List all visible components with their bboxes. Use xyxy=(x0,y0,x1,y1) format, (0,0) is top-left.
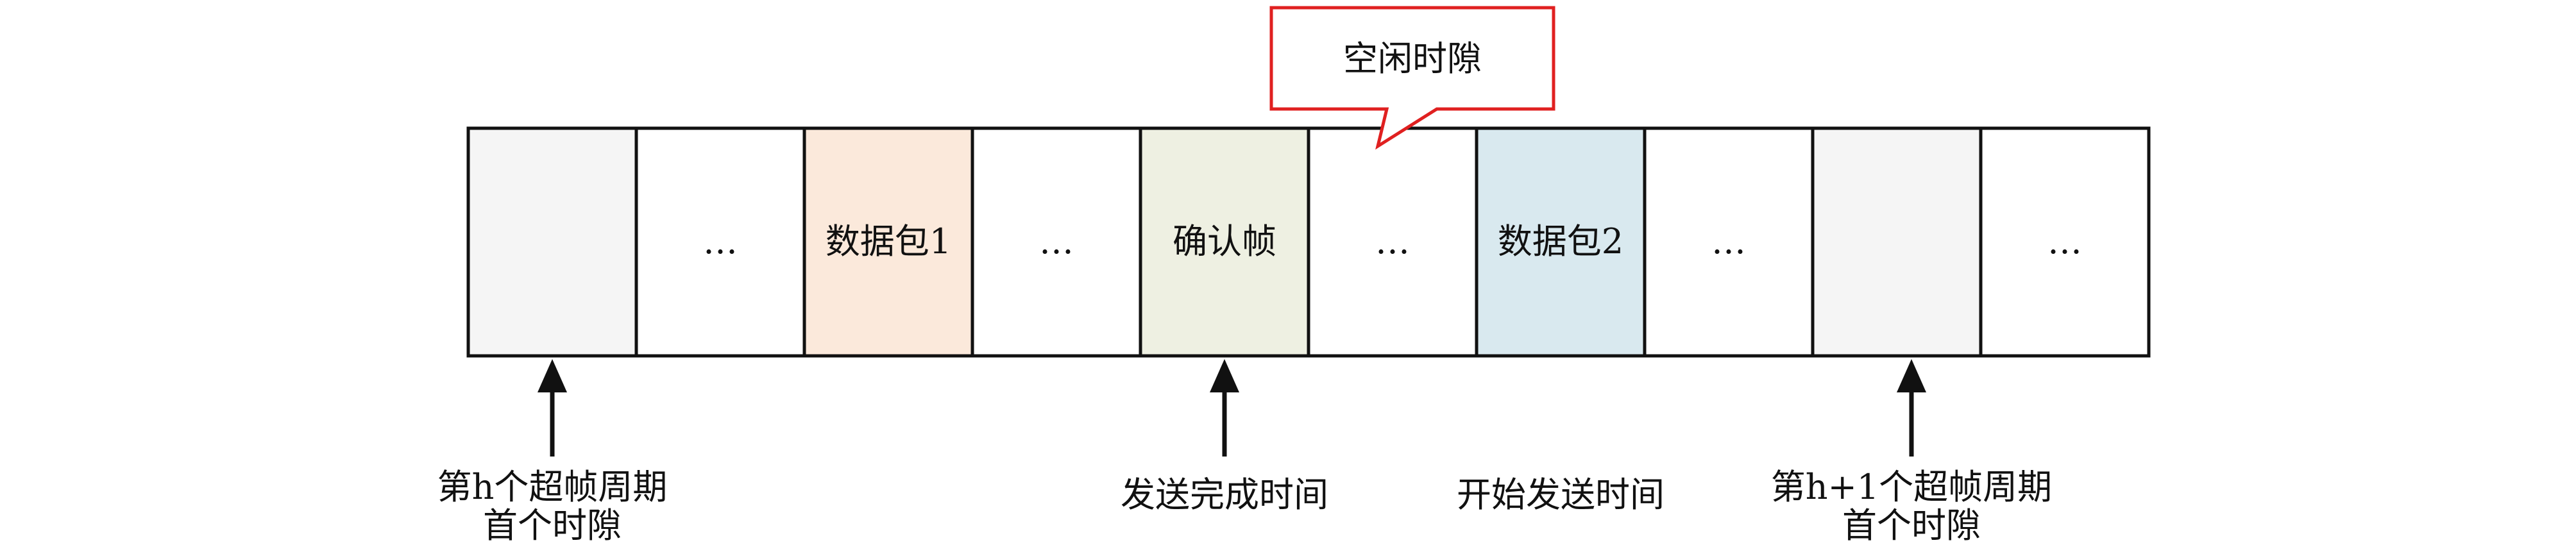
slot: … xyxy=(1307,126,1479,358)
slot: 数据包1 xyxy=(802,126,974,358)
slot-label: 数据包1 xyxy=(826,221,951,262)
slot-label: … xyxy=(1375,221,1410,262)
slot: 数据包2 xyxy=(1475,126,1647,358)
slot-label: 确认帧 xyxy=(1173,221,1276,262)
slot-box xyxy=(466,126,638,358)
slot-box xyxy=(970,126,1142,358)
slot-box xyxy=(1643,126,1815,358)
arrowhead-icon xyxy=(1210,359,1239,392)
slot-label: 数据包2 xyxy=(1498,221,1623,262)
marker-label-line1: 发送完成时间 xyxy=(1121,474,1328,515)
slot-label: … xyxy=(1711,221,1746,262)
marker-label-line1: 第h+1个超帧周期 xyxy=(1771,467,2052,507)
callout-text: 空闲时隙 xyxy=(1343,38,1482,79)
slot-label: … xyxy=(2047,221,2082,262)
slot-box xyxy=(1307,126,1479,358)
slot: 确认帧 xyxy=(1139,126,1310,358)
slot-box xyxy=(1475,126,1647,358)
slot-label: … xyxy=(703,221,738,262)
slot: … xyxy=(1979,126,2151,358)
slot-row: … 数据包1 … 确认帧 … 数据包2 … xyxy=(466,126,2151,358)
marker: 第h+1个超帧周期 首个时隙 xyxy=(1771,359,2052,545)
marker-label-line1: 第h个超帧周期 xyxy=(437,467,668,507)
slot-box xyxy=(1811,126,1983,358)
arrowhead-icon xyxy=(1897,359,1926,392)
slot: … xyxy=(634,126,806,358)
slot xyxy=(1811,126,1983,358)
slot-label: … xyxy=(1039,221,1074,262)
arrowhead-icon xyxy=(538,359,567,392)
slot: … xyxy=(1643,126,1815,358)
slot-box xyxy=(634,126,806,358)
slot xyxy=(466,126,638,358)
marker-label-line2: 首个时隙 xyxy=(1842,505,1981,545)
marker: 第h个超帧周期 首个时隙 xyxy=(437,359,668,545)
marker-label-line2: 首个时隙 xyxy=(483,505,622,545)
slot-box xyxy=(1979,126,2151,358)
marker: 开始发送时间 xyxy=(1457,474,1665,515)
idle-slot-callout: 空闲时隙 xyxy=(1269,6,1555,150)
marker-label-line1: 开始发送时间 xyxy=(1457,474,1665,515)
slot: … xyxy=(970,126,1142,358)
marker: 发送完成时间 xyxy=(1121,359,1328,515)
slot-box xyxy=(802,126,974,358)
callout-bubble xyxy=(1269,6,1555,150)
